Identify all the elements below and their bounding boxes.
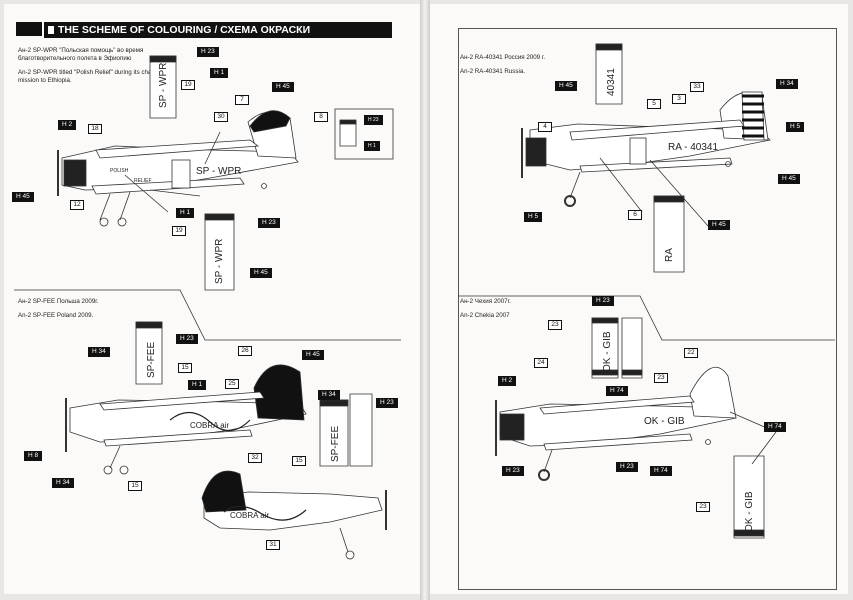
tag-h45: H 45	[272, 82, 294, 92]
tag-h1: H 1	[210, 68, 229, 78]
callout-4: 4	[538, 122, 552, 132]
spwpr-relief-text: RELIEF	[134, 178, 152, 184]
okgib-tail-reg: OK - GIB	[602, 331, 613, 372]
tag-h45: H 45	[778, 174, 800, 184]
tag-h5: H 5	[786, 122, 805, 132]
tag-h45: H 45	[708, 220, 730, 230]
tag-h1: H 1	[188, 380, 207, 390]
caption-ra-ru: Ан-2 RA-40341 Россия 2009 г.	[460, 54, 546, 61]
aircraft-spwpr	[57, 55, 394, 291]
tag-h74: H 74	[650, 466, 672, 476]
right-frame	[458, 28, 837, 590]
tag-h8: H 8	[24, 451, 43, 461]
page-gutter	[420, 0, 430, 600]
tag-h23: H 23	[364, 115, 383, 125]
tag-h23: H 23	[592, 296, 614, 306]
right-page	[430, 4, 848, 594]
tag-h34: H 34	[88, 347, 110, 357]
spwpr-fuselage-reg: SP - WPR	[196, 166, 241, 177]
callout-15: 15	[178, 363, 192, 373]
caption-okgib-en: An-2 Chekia 2007	[460, 312, 510, 319]
ra-tail-reg: 40341	[606, 68, 617, 96]
tag-h45: H 45	[555, 81, 577, 91]
callout-33: 33	[690, 82, 704, 92]
tag-h34: H 34	[318, 390, 340, 400]
tag-h5: H 5	[524, 212, 543, 222]
spwpr-tail-reg: SP - WPR	[158, 63, 169, 108]
tag-h45: H 45	[250, 268, 272, 278]
ra-fuselage-reg: RA - 40341	[668, 142, 718, 153]
tag-h23: H 23	[258, 218, 280, 228]
callout-19: 19	[172, 226, 186, 236]
callout-19: 19	[181, 80, 195, 90]
caption-spfee-ru: Ан-2 SP-FEE Польша 2009г.	[18, 298, 99, 305]
brand-logo	[16, 22, 42, 36]
callout-24: 24	[534, 358, 548, 368]
callout-15: 15	[128, 481, 142, 491]
tag-h34: H 34	[52, 478, 74, 488]
caption-spwpr-ru: Ан-2 SP-WPR "Польская помощь" во время б…	[18, 47, 144, 62]
callout-6: 6	[628, 210, 642, 220]
tag-h45: H 45	[302, 350, 324, 360]
tag-h2: H 2	[498, 376, 517, 386]
callout-23: 23	[654, 373, 668, 383]
callout-8: 8	[314, 112, 328, 122]
callout-31: 31	[266, 540, 280, 550]
tag-h23: H 23	[616, 462, 638, 472]
tag-h1: H 1	[176, 208, 195, 218]
spfee-cobra-text-lower: COBRA air	[230, 511, 269, 520]
spwpr-polish-text: POLISH	[110, 168, 129, 174]
tag-h1: H 1	[364, 141, 380, 151]
callout-26: 26	[238, 346, 252, 356]
spwpr-tail-reg-lower: SP - WPR	[214, 239, 225, 284]
page-title: THE SCHEME OF COLOURING / СХЕМА ОКРАСКИ	[44, 22, 392, 38]
caption-ra-en: An-2 RA-40341 Russia.	[460, 68, 526, 75]
spfee-tail-reg: SP-FEE	[146, 342, 157, 378]
spfee-cobra-text: COBRA air	[190, 421, 229, 430]
callout-15: 15	[292, 456, 306, 466]
callout-23: 23	[548, 320, 562, 330]
okgib-tail-reg-lower: OK - GIB	[744, 491, 755, 532]
aircraft-spfee	[65, 321, 387, 560]
caption-okgib-ru: Ан-2 Чехия 2007г.	[460, 298, 511, 305]
tag-h23: H 23	[197, 47, 219, 57]
callout-18: 18	[88, 124, 102, 134]
tag-h74: H 74	[764, 422, 786, 432]
aircraft-okgib	[495, 317, 777, 539]
callout-22: 22	[684, 348, 698, 358]
aircraft-ra40341	[521, 43, 771, 273]
callout-32: 32	[248, 453, 262, 463]
callout-23: 23	[696, 502, 710, 512]
caption-spfee-en: An-2 SP-FEE Poland 2009.	[18, 312, 94, 319]
tag-h23: H 23	[176, 334, 198, 344]
ra-wing-text: RA	[664, 248, 675, 262]
callout-3: 3	[672, 94, 686, 104]
caption-spwpr-en: An-2 SP-WPR titled "Polish Relief" durin…	[18, 69, 160, 84]
tag-h45: H 45	[12, 192, 34, 202]
tag-h23: H 23	[502, 466, 524, 476]
tag-h2: H 2	[58, 120, 77, 130]
tag-h74: H 74	[606, 386, 628, 396]
callout-5: 5	[647, 99, 661, 109]
tag-h23: H 23	[376, 398, 398, 408]
spfee-tail-reg-right: SP-FEE	[330, 426, 341, 462]
callout-7: 7	[235, 95, 249, 105]
callout-30: 30	[214, 112, 228, 122]
tag-h34: H 34	[776, 79, 798, 89]
callout-25: 25	[225, 379, 239, 389]
callout-12: 12	[70, 200, 84, 210]
okgib-fuselage-reg: OK - GIB	[644, 416, 685, 427]
